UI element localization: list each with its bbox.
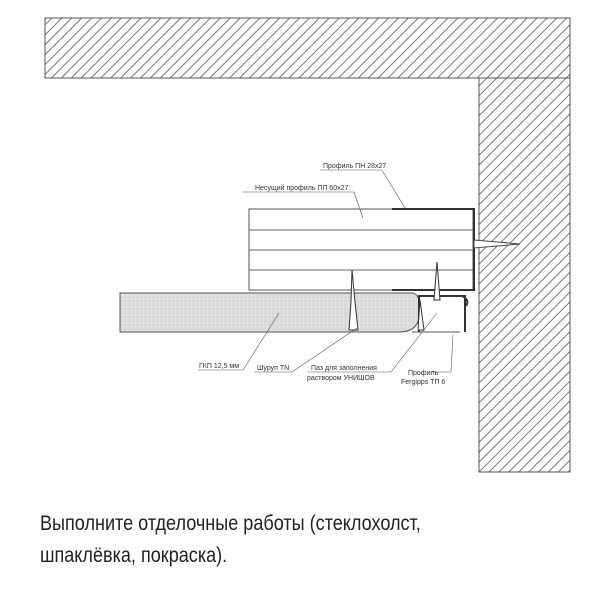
- gypsum-board: [119, 292, 421, 333]
- label-screw: Шуруп TN: [257, 365, 289, 372]
- label-groove-2: раствором УНИШОВ: [307, 375, 375, 382]
- screw-icon: [348, 269, 359, 331]
- screw-icon: [433, 261, 441, 301]
- instruction-caption: Выполните отделочные работы (стеклохолст…: [40, 512, 421, 567]
- wall: [478, 77, 571, 473]
- screw-icon: [417, 299, 425, 331]
- dowel-icon: [473, 239, 521, 249]
- label-fergipps-1: Профиль: [408, 370, 439, 377]
- carrier-profile: [248, 208, 474, 291]
- ceiling-slab: [44, 17, 571, 79]
- label-gkp: ГКП 12,5 мм: [199, 363, 239, 370]
- label-profile-pp: Несущий профиль ПП 60x27: [255, 184, 349, 192]
- label-profile-pn: Профиль ПН 28x27: [323, 163, 386, 170]
- label-groove-1: Паз для заполнения: [311, 365, 377, 372]
- label-fergipps-2: Fergipps ТП 6: [401, 379, 445, 386]
